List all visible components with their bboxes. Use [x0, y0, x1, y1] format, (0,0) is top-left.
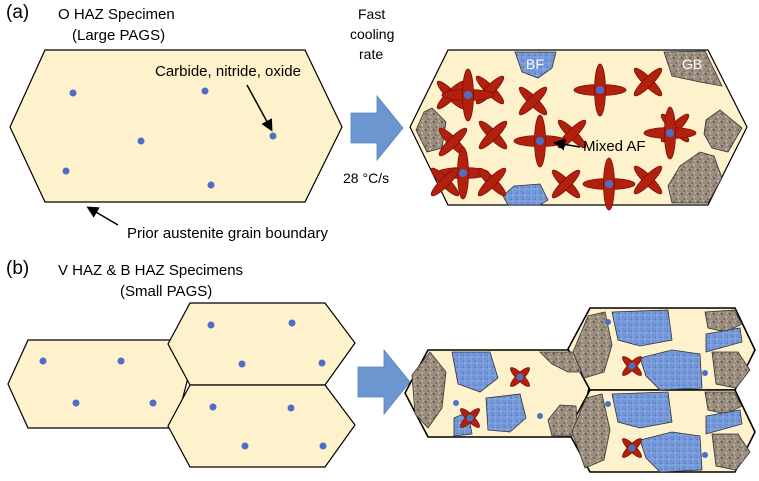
precipitate-pointer	[246, 84, 273, 132]
precipitates-a-transformed	[459, 86, 674, 188]
phase-label-af: Mixed AF	[583, 138, 646, 155]
af-pointer	[553, 138, 581, 151]
panel-a-subtitle: (Large PAGS)	[72, 27, 166, 44]
grains-small	[7, 302, 356, 468]
process-arrow-b	[357, 348, 411, 416]
precipitates-a	[62, 87, 277, 189]
panel-b-subtitle: (Small PAGS)	[120, 283, 213, 300]
cooling-rate-unit: °C/s	[362, 170, 390, 186]
process-line-3: rate	[359, 46, 384, 62]
panel-b-letter: (b)	[6, 258, 30, 279]
process-arrow-a	[350, 94, 404, 162]
grain-large	[9, 49, 343, 203]
gb-phase-b	[411, 309, 751, 471]
phase-label-bf: BF	[526, 56, 544, 72]
precipitates-b	[39, 319, 327, 450]
process-line-2: cooling	[350, 26, 395, 42]
panel-b-title: V HAZ & B HAZ Specimens	[58, 262, 244, 279]
precipitate-label: Carbide, nitride, oxide	[155, 63, 301, 80]
panel-a-letter: (a)	[6, 2, 30, 23]
bf-phase-b	[451, 309, 743, 473]
phase-label-gb: GB	[682, 56, 703, 72]
grains-small-transformed	[404, 307, 756, 473]
cooling-rate: 28 °C/s	[343, 170, 389, 186]
process-line-1: Fast	[358, 6, 386, 22]
boundary-label: Prior austenite grain boundary	[127, 225, 328, 242]
gb-phase-a	[415, 50, 743, 204]
panel-a-title: O HAZ Specimen	[58, 6, 175, 23]
bf-phase-a	[502, 51, 557, 206]
cooling-rate-value: 28	[343, 170, 359, 186]
boundary-pointer	[86, 206, 119, 226]
precipitates-b-transformed	[453, 319, 708, 458]
